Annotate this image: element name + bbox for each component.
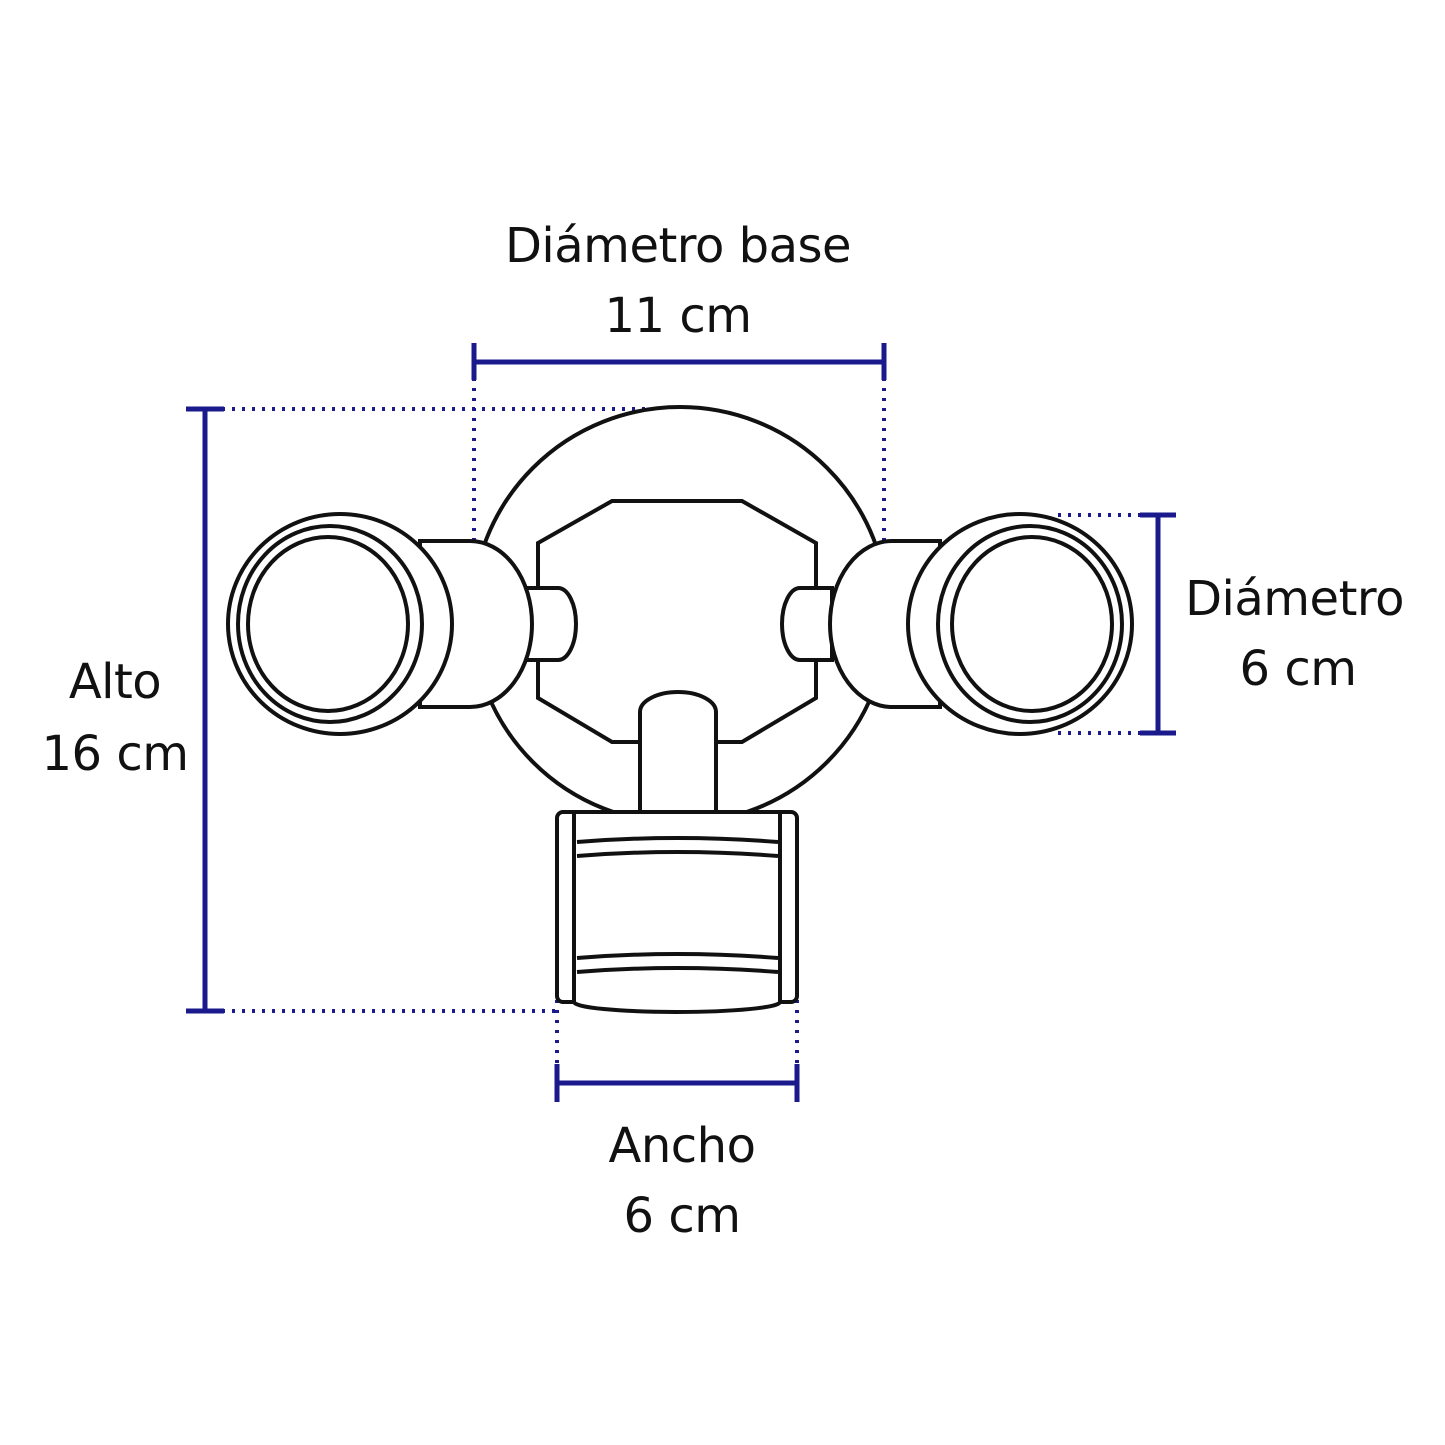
right-lamp <box>828 512 1134 736</box>
extension-lines <box>222 378 1150 1090</box>
sensor-band-top-a <box>576 836 779 844</box>
width-value: 6 cm <box>623 1188 741 1244</box>
lamp-diameter-dimension-line <box>1140 512 1176 736</box>
right-lamp-lens <box>950 535 1114 713</box>
left-lamp-lens <box>246 535 410 713</box>
height-label: Alto <box>68 654 162 710</box>
height-dimension-line <box>186 406 224 1014</box>
base-diameter-dimension-line <box>471 343 887 380</box>
motion-sensor <box>555 810 799 1015</box>
sensor-band-top-b <box>576 850 779 858</box>
base-diameter-label: Diámetro base <box>504 218 852 274</box>
sensor-body <box>572 810 782 1015</box>
base-diameter-value: 11 cm <box>604 288 752 344</box>
lamp-diameter-label: Diámetro <box>1185 571 1404 627</box>
width-label: Ancho <box>608 1118 756 1174</box>
left-lamp <box>226 512 534 736</box>
left-arm <box>523 586 578 662</box>
width-dimension-line <box>554 1064 800 1102</box>
left-lamp-socket <box>418 539 534 709</box>
dimension-lines <box>186 343 1176 1102</box>
sensor-stem <box>638 690 718 822</box>
sensor-band-bottom-b <box>576 966 779 974</box>
lamp-diameter-value: 6 cm <box>1239 641 1357 697</box>
height-value: 16 cm <box>41 726 189 782</box>
security-light <box>226 405 1134 1015</box>
right-lamp-socket <box>828 539 942 709</box>
sensor-band-bottom-a <box>576 952 779 960</box>
right-arm <box>780 586 834 662</box>
